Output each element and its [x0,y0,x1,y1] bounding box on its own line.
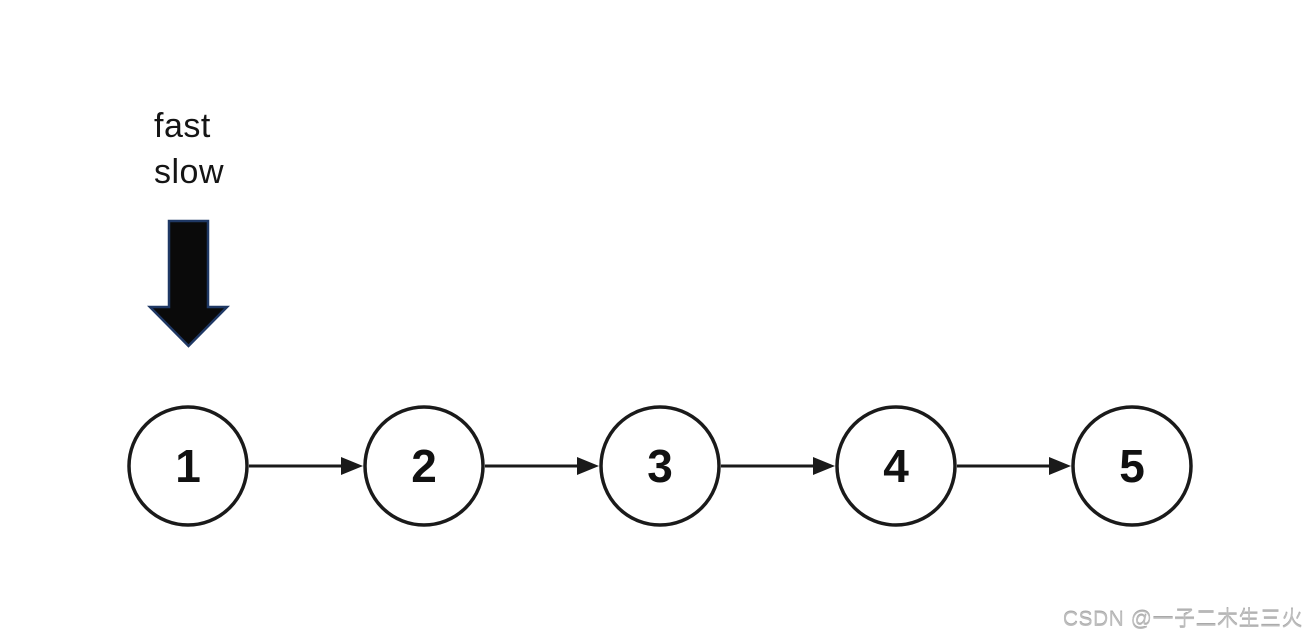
node-circle [127,405,249,527]
node-circle [835,405,957,527]
watermark: CSDN @一子二木生三火 [1062,608,1303,631]
slow-pointer-label: slow [154,153,225,191]
next-pointer-arrow [485,457,599,475]
node-value: 3 [647,440,673,492]
pointer-down-arrow-icon [147,219,230,348]
list-node-5: 5 [1071,405,1193,527]
linked-list: 1 2 3 4 5 [127,405,1193,527]
node-circle [363,405,485,527]
pointer-labels: fast slow [154,103,224,195]
node-circle [599,405,721,527]
arrowhead-icon [577,457,599,475]
next-pointer-arrow [721,457,835,475]
arrowhead-icon [813,457,835,475]
next-pointer-arrow [249,457,363,475]
arrowhead-icon [341,457,363,475]
fast-pointer-label: fast [154,107,211,145]
arrowhead-icon [1049,457,1071,475]
node-value: 5 [1119,440,1145,492]
list-node-2: 2 [363,405,485,527]
list-node-1: 1 [127,405,249,527]
node-value: 4 [883,440,909,492]
next-pointer-arrow [957,457,1071,475]
node-circle [1071,405,1193,527]
list-node-4: 4 [835,405,957,527]
node-value: 2 [411,440,437,492]
node-value: 1 [175,440,201,492]
list-node-3: 3 [599,405,721,527]
